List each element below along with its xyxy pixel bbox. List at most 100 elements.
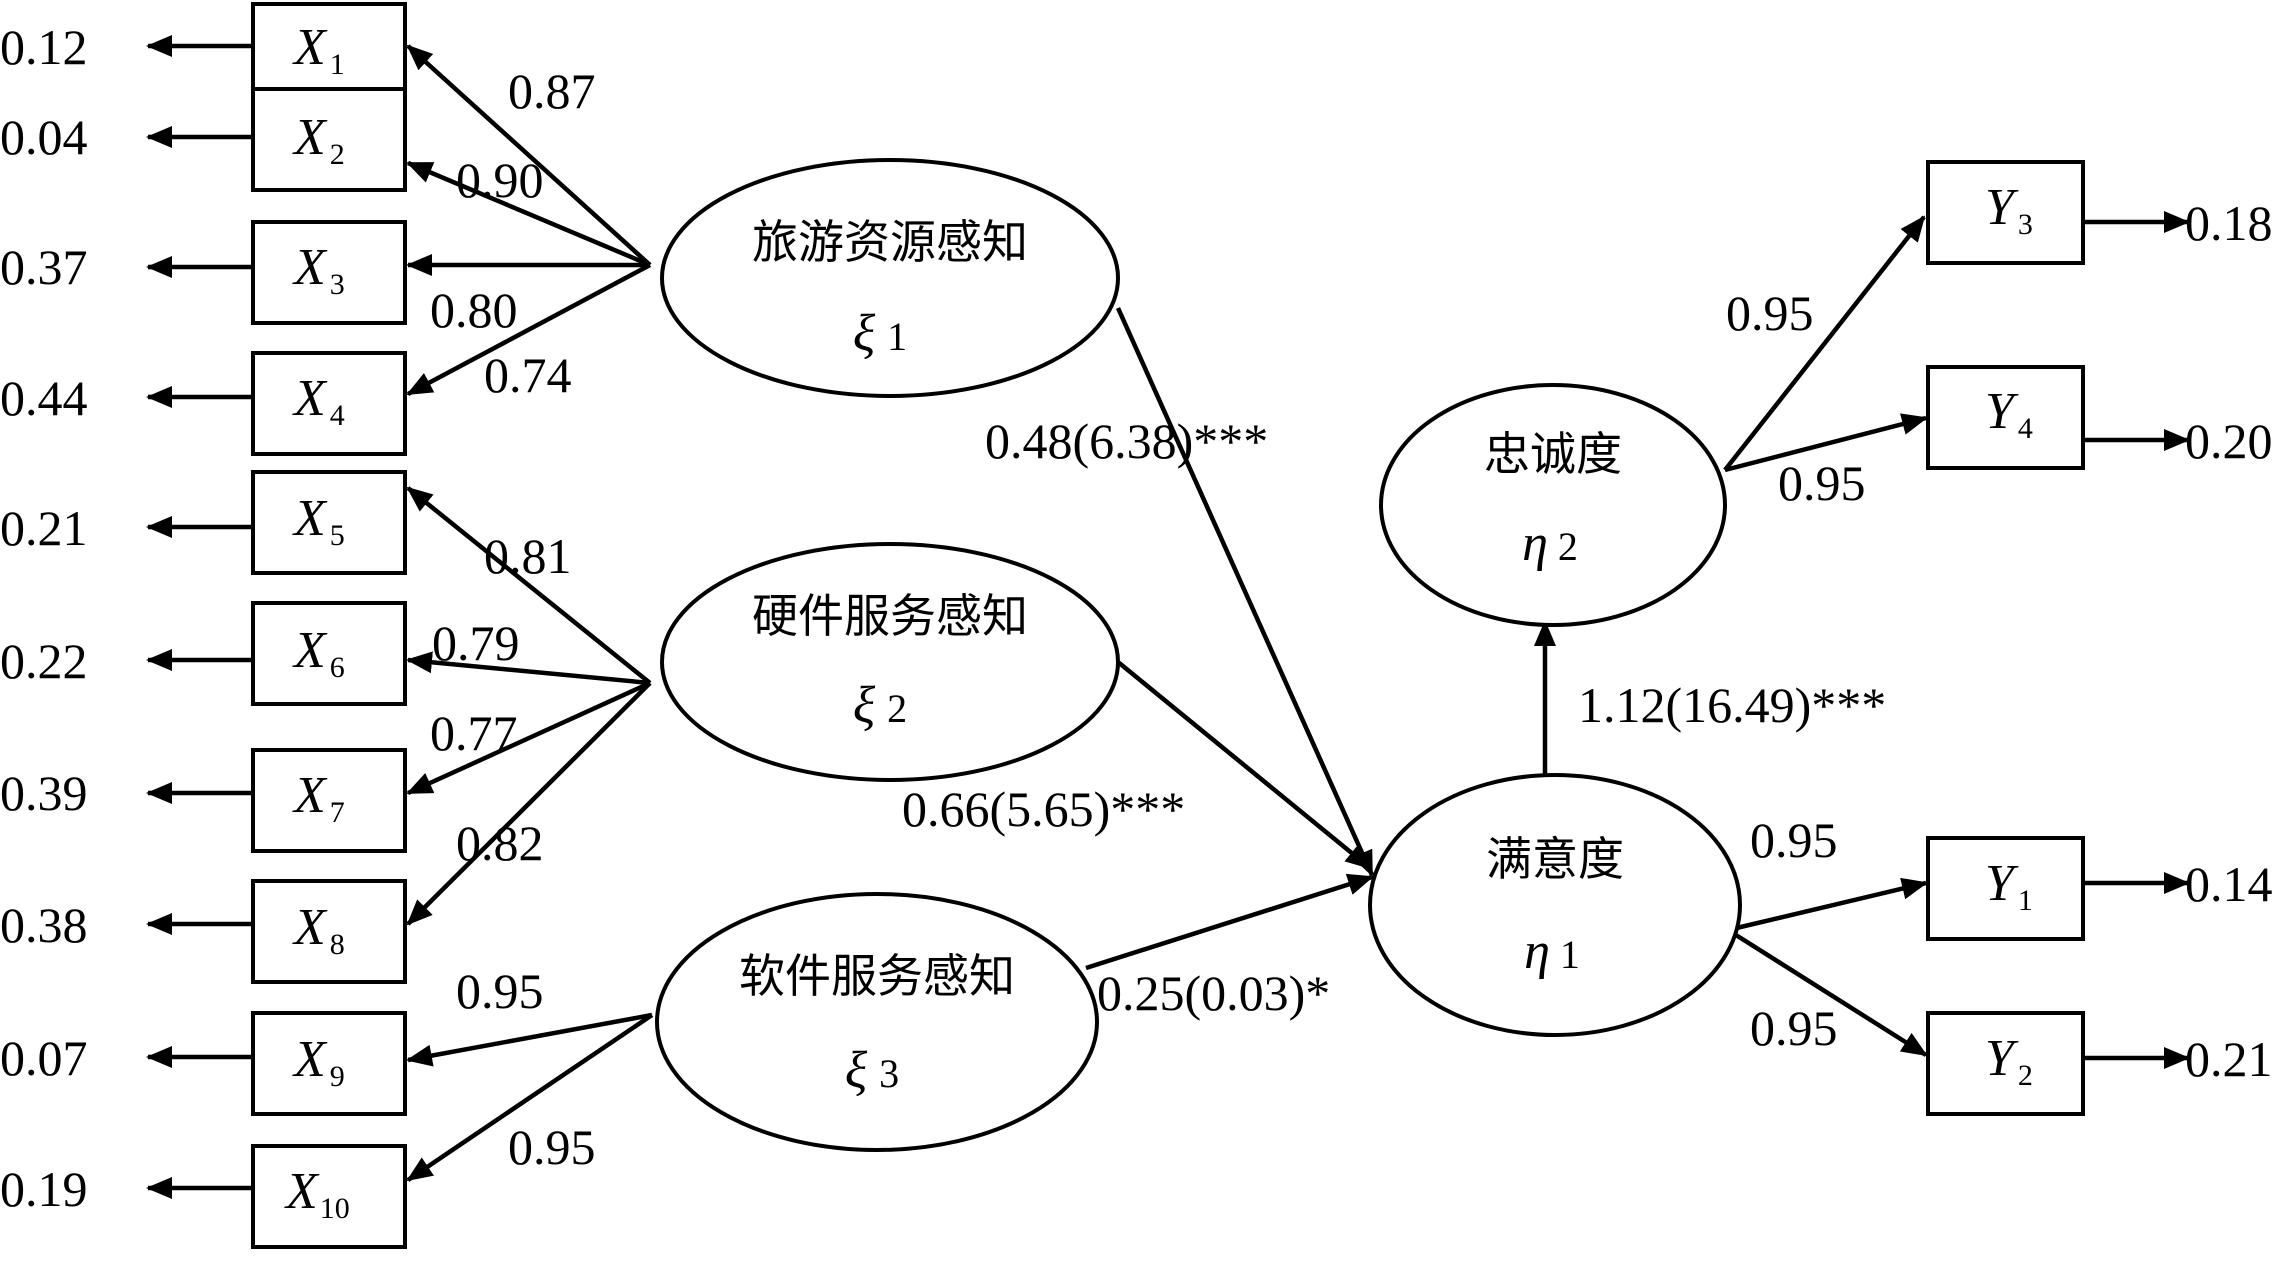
loading-label-x2: 0.90 xyxy=(456,152,544,208)
loading-arrow-x1 xyxy=(406,44,652,267)
error-value-x5: 0.21 xyxy=(0,500,88,556)
svg-text:X9: X9 xyxy=(292,1031,345,1093)
path-label-xi1-eta1: 0.48(6.38)*** xyxy=(985,413,1268,469)
loading-label-x8: 0.82 xyxy=(456,815,544,871)
svg-text:X3: X3 xyxy=(292,239,345,301)
svg-text:X7: X7 xyxy=(292,767,345,829)
y-loading-labels: 0.95 0.95 0.95 0.95 xyxy=(1726,285,1866,1056)
loading-label-x9: 0.95 xyxy=(456,963,544,1019)
path-arrow-xi2-eta1 xyxy=(1116,660,1372,870)
y-error-values: 0.18 0.20 0.14 0.21 xyxy=(2185,195,2273,1087)
path-arrow-xi1-eta1 xyxy=(1115,307,1375,877)
loading-label-x4: 0.74 xyxy=(484,347,572,403)
loading-label-y4: 0.95 xyxy=(1778,455,1866,511)
loading-arrow-x2 xyxy=(406,160,651,268)
svg-text:X4: X4 xyxy=(292,370,345,432)
loading-label-y3: 0.95 xyxy=(1726,285,1814,341)
error-value-x9: 0.07 xyxy=(0,1030,88,1086)
error-value-x10: 0.19 xyxy=(0,1161,88,1217)
svg-text:Y1: Y1 xyxy=(1985,855,2033,917)
loading-label-x6: 0.79 xyxy=(432,615,520,671)
svg-text:ξ1: ξ1 xyxy=(853,305,907,362)
loading-arrow-y3 xyxy=(1723,215,1926,472)
error-value-x6: 0.22 xyxy=(0,633,88,689)
loading-label-x1: 0.87 xyxy=(508,63,596,119)
loading-arrow-x7 xyxy=(406,680,651,796)
loading-arrow-y2 xyxy=(1726,928,1928,1057)
error-value-x8: 0.38 xyxy=(0,897,88,953)
error-value-y3: 0.18 xyxy=(2185,195,2273,251)
edges xyxy=(146,35,2190,1199)
path-label-eta1-eta2: 1.12(16.49)*** xyxy=(1578,677,1886,733)
path-label-xi2-eta1: 0.66(5.65)*** xyxy=(902,781,1185,837)
error-value-x3: 0.37 xyxy=(0,239,88,295)
svg-text:η1: η1 xyxy=(1524,923,1580,980)
x-error-values: 0.12 0.04 0.37 0.44 0.21 0.22 0.39 0.38 … xyxy=(0,19,88,1217)
loading-label-y1: 0.95 xyxy=(1750,812,1838,868)
path-labels: 0.48(6.38)*** 0.66(5.65)*** 0.25(0.03)* … xyxy=(902,413,1886,1021)
latent-eta2-name: 忠诚度 xyxy=(1484,427,1622,481)
svg-text:η2: η2 xyxy=(1522,515,1578,572)
svg-text:Y2: Y2 xyxy=(1985,1030,2033,1092)
loading-arrow-x8 xyxy=(406,681,652,926)
x-loading-labels: 0.87 0.90 0.80 0.74 0.81 0.79 0.77 0.82 … xyxy=(430,63,596,1175)
svg-text:Y3: Y3 xyxy=(1985,179,2033,241)
loading-arrow-x9 xyxy=(406,1012,653,1067)
loading-arrow-y1 xyxy=(1727,877,1928,933)
latent-eta1-name: 满意度 xyxy=(1486,832,1624,886)
path-arrow-xi3-eta1 xyxy=(1085,873,1374,971)
loading-label-x3: 0.80 xyxy=(430,282,518,338)
path-label-xi3-eta1: 0.25(0.03)* xyxy=(1097,965,1330,1021)
loading-label-y2: 0.95 xyxy=(1750,1000,1838,1056)
loading-arrow-x4 xyxy=(406,263,652,396)
latent-xi1-name: 旅游资源感知 xyxy=(752,215,1028,269)
loading-arrow-x10 xyxy=(406,1013,654,1182)
error-value-y4: 0.20 xyxy=(2185,413,2273,469)
indicator-box-x10: X10 xyxy=(251,1144,407,1249)
svg-text:X2: X2 xyxy=(292,109,345,171)
error-value-x1: 0.12 xyxy=(0,19,88,75)
error-value-x7: 0.39 xyxy=(0,765,88,821)
error-value-x2: 0.04 xyxy=(0,109,88,165)
loading-label-x5: 0.81 xyxy=(484,528,572,584)
latent-xi3-name: 软件服务感知 xyxy=(739,949,1015,1003)
latent-xi2-name: 硬件服务感知 xyxy=(752,589,1028,643)
svg-text:X1: X1 xyxy=(292,19,345,81)
svg-text:X5: X5 xyxy=(292,490,345,552)
svg-text:ξ2: ξ2 xyxy=(853,677,907,734)
svg-text:ξ3: ξ3 xyxy=(845,1042,899,1099)
svg-text:X10: X10 xyxy=(284,1163,350,1225)
loading-arrow-x5 xyxy=(406,486,652,685)
loading-label-x10: 0.95 xyxy=(508,1119,596,1175)
loading-arrow-x6 xyxy=(406,651,651,686)
svg-text:Y4: Y4 xyxy=(1985,383,2033,445)
loading-arrow-y4 xyxy=(1724,413,1928,473)
loading-label-x7: 0.77 xyxy=(430,705,518,761)
error-value-y2: 0.21 xyxy=(2185,1031,2273,1087)
svg-text:X8: X8 xyxy=(292,899,345,961)
svg-text:X6: X6 xyxy=(292,622,345,684)
error-value-x4: 0.44 xyxy=(0,370,88,426)
error-value-y1: 0.14 xyxy=(2185,856,2273,912)
